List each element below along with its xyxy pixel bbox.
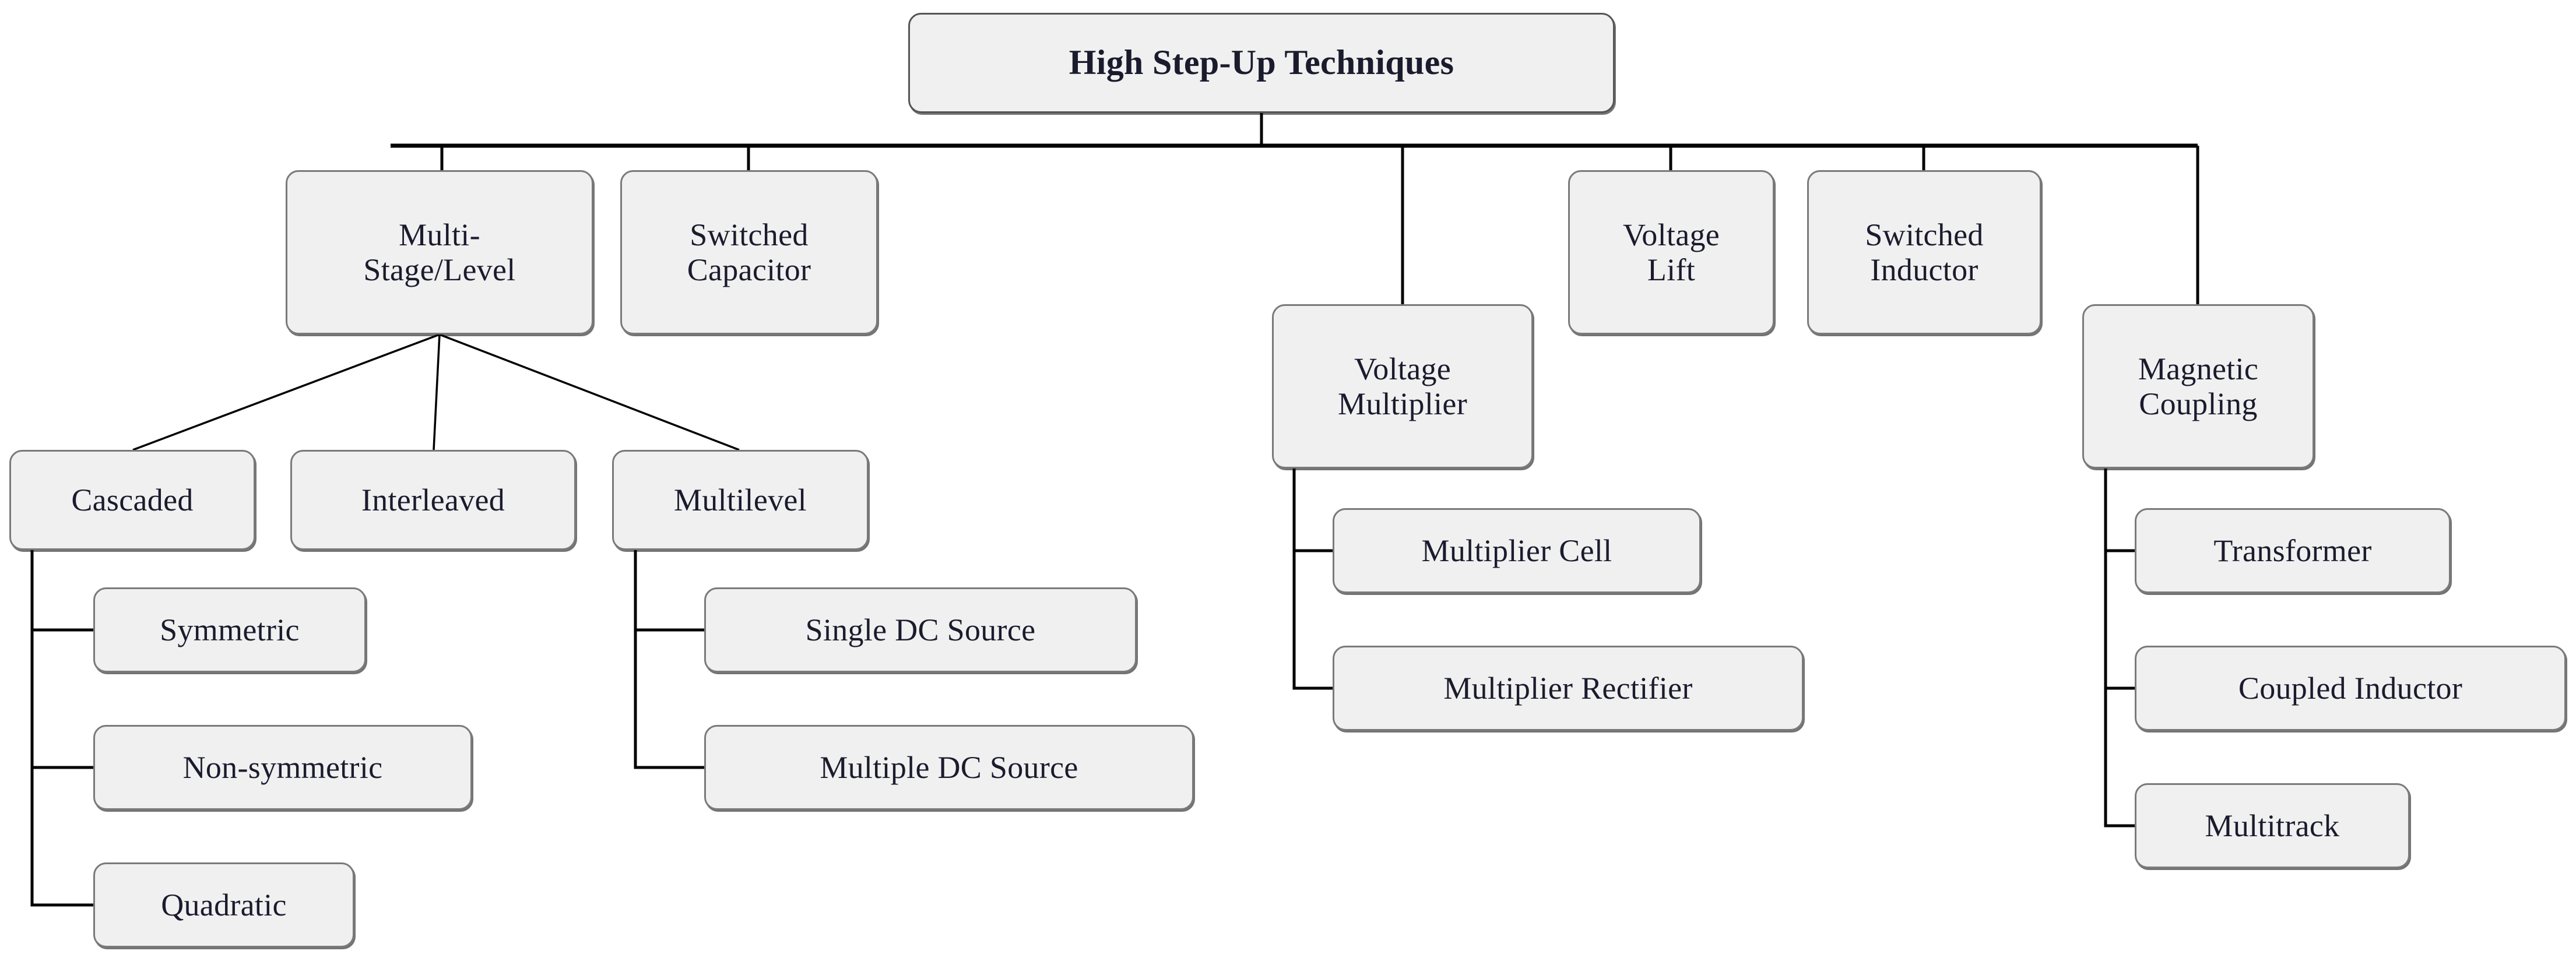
- edge-multilevel-to-single-dc: [634, 550, 704, 769]
- node-voltage-lift[interactable]: Voltage Lift: [1568, 170, 1774, 334]
- node-switched-ind[interactable]: Switched Inductor: [1807, 170, 2041, 334]
- node-single-dc[interactable]: Single DC Source: [704, 587, 1137, 672]
- node-multitrack[interactable]: Multitrack: [2135, 783, 2410, 868]
- node-label-mult-rect: Multiplier Rectifier: [1443, 670, 1693, 706]
- node-label-quadratic: Quadratic: [161, 887, 287, 922]
- node-label-multiple-dc: Multiple DC Source: [820, 749, 1078, 785]
- edge-magnetic-coup-to-multitrack: [2104, 469, 2135, 827]
- node-mult-cell[interactable]: Multiplier Cell: [1333, 508, 1701, 593]
- node-label-multi-stage: Multi- Stage/Level: [363, 217, 516, 287]
- node-magnetic-coup[interactable]: Magnetic Coupling: [2082, 304, 2314, 469]
- node-label-mult-cell: Multiplier Cell: [1421, 533, 1612, 568]
- node-interleaved[interactable]: Interleaved: [290, 450, 576, 550]
- node-label-multilevel: Multilevel: [674, 482, 807, 517]
- node-label-symmetric: Symmetric: [160, 612, 300, 647]
- node-label-voltage-mult: Voltage Multiplier: [1338, 351, 1467, 421]
- node-label-transformer: Transformer: [2213, 533, 2372, 568]
- node-multi-stage[interactable]: Multi- Stage/Level: [286, 170, 593, 334]
- node-non-symmetric[interactable]: Non-symmetric: [93, 725, 472, 810]
- node-label-coupled-ind: Coupled Inductor: [2238, 670, 2463, 706]
- node-label-interleaved: Interleaved: [361, 482, 505, 517]
- node-coupled-ind[interactable]: Coupled Inductor: [2135, 646, 2566, 731]
- node-label-cascaded: Cascaded: [71, 482, 194, 517]
- node-mult-rect[interactable]: Multiplier Rectifier: [1333, 646, 1804, 731]
- edge-multi-stage-to-interleaved: [433, 334, 441, 450]
- edge-multi-stage-to-multilevel: [439, 333, 740, 451]
- node-label-voltage-lift: Voltage Lift: [1622, 217, 1720, 287]
- node-multiple-dc[interactable]: Multiple DC Source: [704, 725, 1194, 810]
- node-label-magnetic-coup: Magnetic Coupling: [2138, 351, 2259, 421]
- node-label-switched-ind: Switched Inductor: [1865, 217, 1984, 287]
- node-quadratic[interactable]: Quadratic: [93, 862, 354, 948]
- node-voltage-mult[interactable]: Voltage Multiplier: [1272, 304, 1533, 469]
- node-label-single-dc: Single DC Source: [805, 612, 1036, 647]
- node-symmetric[interactable]: Symmetric: [93, 587, 366, 672]
- node-label-non-symmetric: Non-symmetric: [182, 749, 383, 785]
- edge-multi-stage-to-cascaded: [132, 333, 440, 451]
- edge-voltage-mult-to-mult-rect: [1292, 469, 1333, 690]
- node-root[interactable]: High Step-Up Techniques: [908, 13, 1615, 113]
- edge-cascaded-to-symmetric: [30, 550, 93, 907]
- node-cascaded[interactable]: Cascaded: [9, 450, 255, 550]
- node-label-root: High Step-Up Techniques: [1069, 43, 1454, 82]
- node-label-multitrack: Multitrack: [2205, 808, 2340, 843]
- node-label-switched-cap: Switched Capacitor: [687, 217, 811, 287]
- node-transformer[interactable]: Transformer: [2135, 508, 2451, 593]
- node-switched-cap[interactable]: Switched Capacitor: [620, 170, 878, 334]
- node-multilevel[interactable]: Multilevel: [612, 450, 869, 550]
